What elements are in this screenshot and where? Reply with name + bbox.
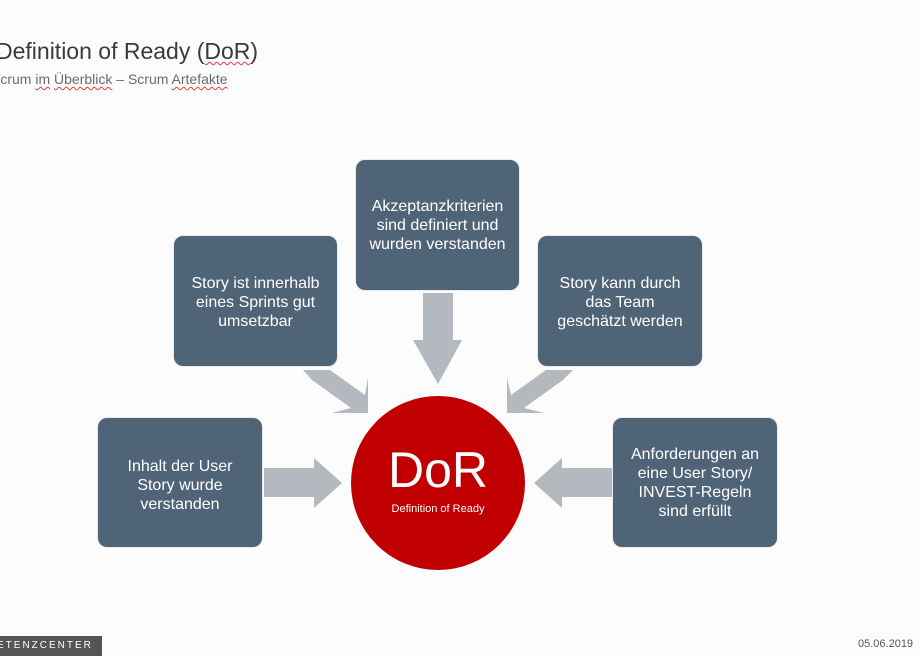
criterion-text: Akzeptanzkriterien sind definiert und wu… xyxy=(369,198,506,253)
criterion-box-invest-rules: Anforderungen an eine User Story/ INVEST… xyxy=(612,417,778,548)
subtitle-part: – Scrum xyxy=(112,71,172,87)
footer-date: 05.06.2019 xyxy=(858,638,914,650)
arrow-right-icon xyxy=(264,458,342,508)
criterion-text: Inhalt der User Story wurde verstanden xyxy=(127,458,233,513)
subtitle-part: Artefakte xyxy=(171,71,228,87)
title-abbreviation: DoR xyxy=(204,38,251,64)
criterion-box-sprint-feasible: Story ist innerhalb eines Sprints gut um… xyxy=(173,235,338,367)
dor-abbreviation: DoR xyxy=(387,442,489,498)
dor-center-circle: DoR Definition of Ready xyxy=(351,396,525,570)
criterion-text: Anforderungen an eine User Story/ INVEST… xyxy=(630,446,760,520)
slide-subtitle: Scrum im Überblick – Scrum Artefakte xyxy=(0,71,228,87)
subtitle-part: im xyxy=(35,71,51,87)
arrow-down-right-icon xyxy=(303,370,368,413)
arrow-down-left-icon xyxy=(507,370,573,413)
title-text-end: ) xyxy=(250,38,259,64)
subtitle-part: Überblick xyxy=(54,71,113,87)
arrow-left-icon xyxy=(534,458,612,508)
criterion-box-content-understood: Inhalt der User Story wurde verstanden xyxy=(97,417,263,548)
dor-label: Definition of Ready xyxy=(391,503,485,515)
slide-title: Definition of Ready (DoR) xyxy=(0,38,258,65)
footer-logo: ETENZCENTER xyxy=(0,636,102,656)
criterion-text: Story ist innerhalb eines Sprints gut um… xyxy=(191,275,320,330)
subtitle-part: Scrum xyxy=(0,71,32,87)
arrow-down-icon xyxy=(413,293,462,384)
criterion-text: Story kann durch das Team geschätzt werd… xyxy=(557,275,683,330)
title-text: Definition of Ready ( xyxy=(0,38,205,64)
criterion-box-acceptance-criteria: Akzeptanzkriterien sind definiert und wu… xyxy=(355,159,520,291)
criterion-box-estimable: Story kann durch das Team geschätzt werd… xyxy=(537,235,703,367)
